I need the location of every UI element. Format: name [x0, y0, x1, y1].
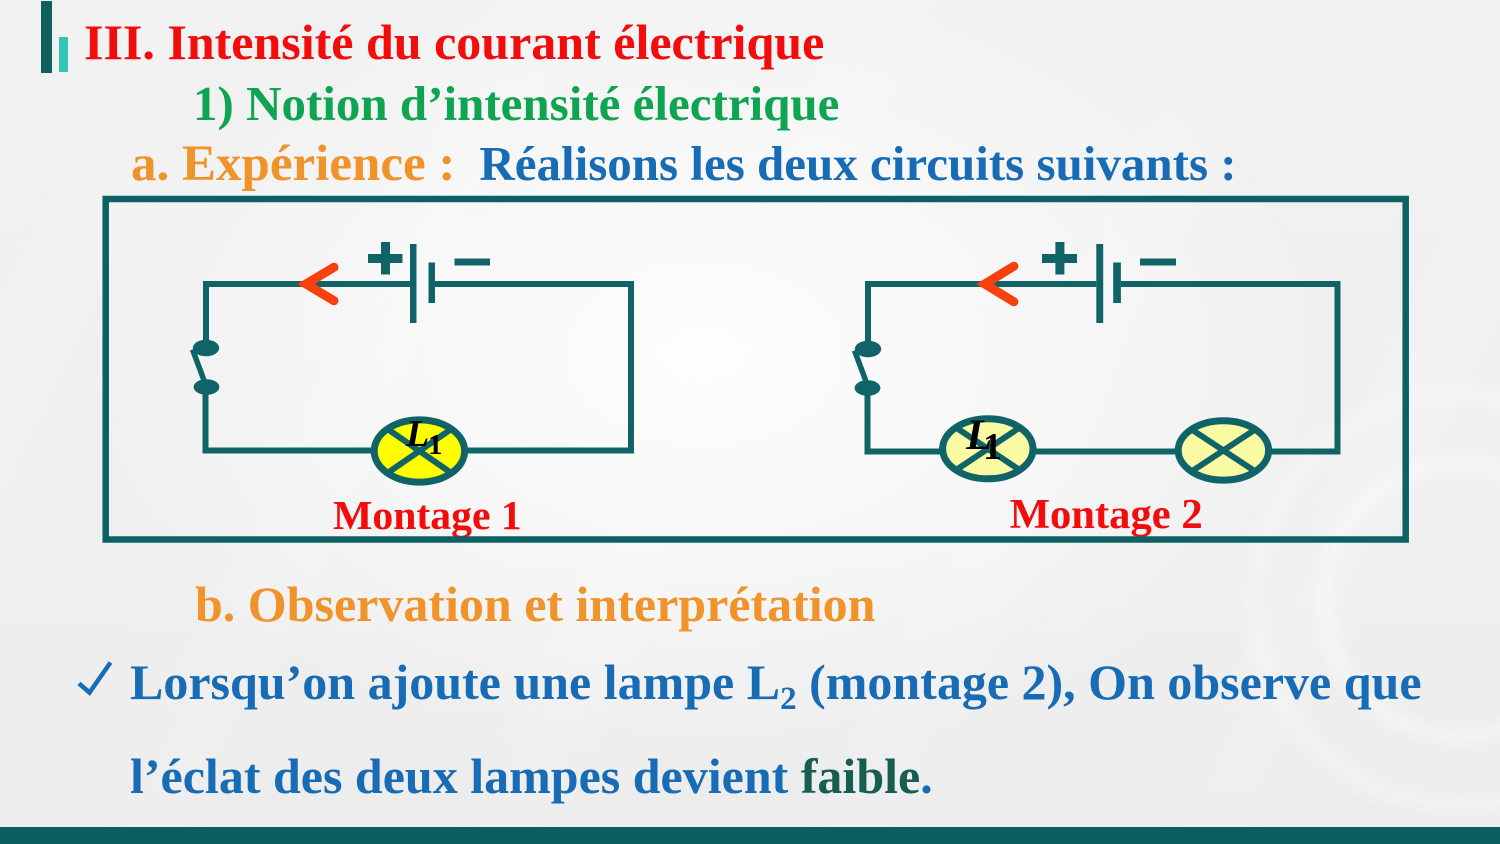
svg-text:1: 1 [428, 429, 443, 461]
svg-text:L: L [405, 413, 429, 455]
svg-text:L: L [965, 412, 992, 459]
svg-text:1: 1 [983, 426, 1002, 468]
